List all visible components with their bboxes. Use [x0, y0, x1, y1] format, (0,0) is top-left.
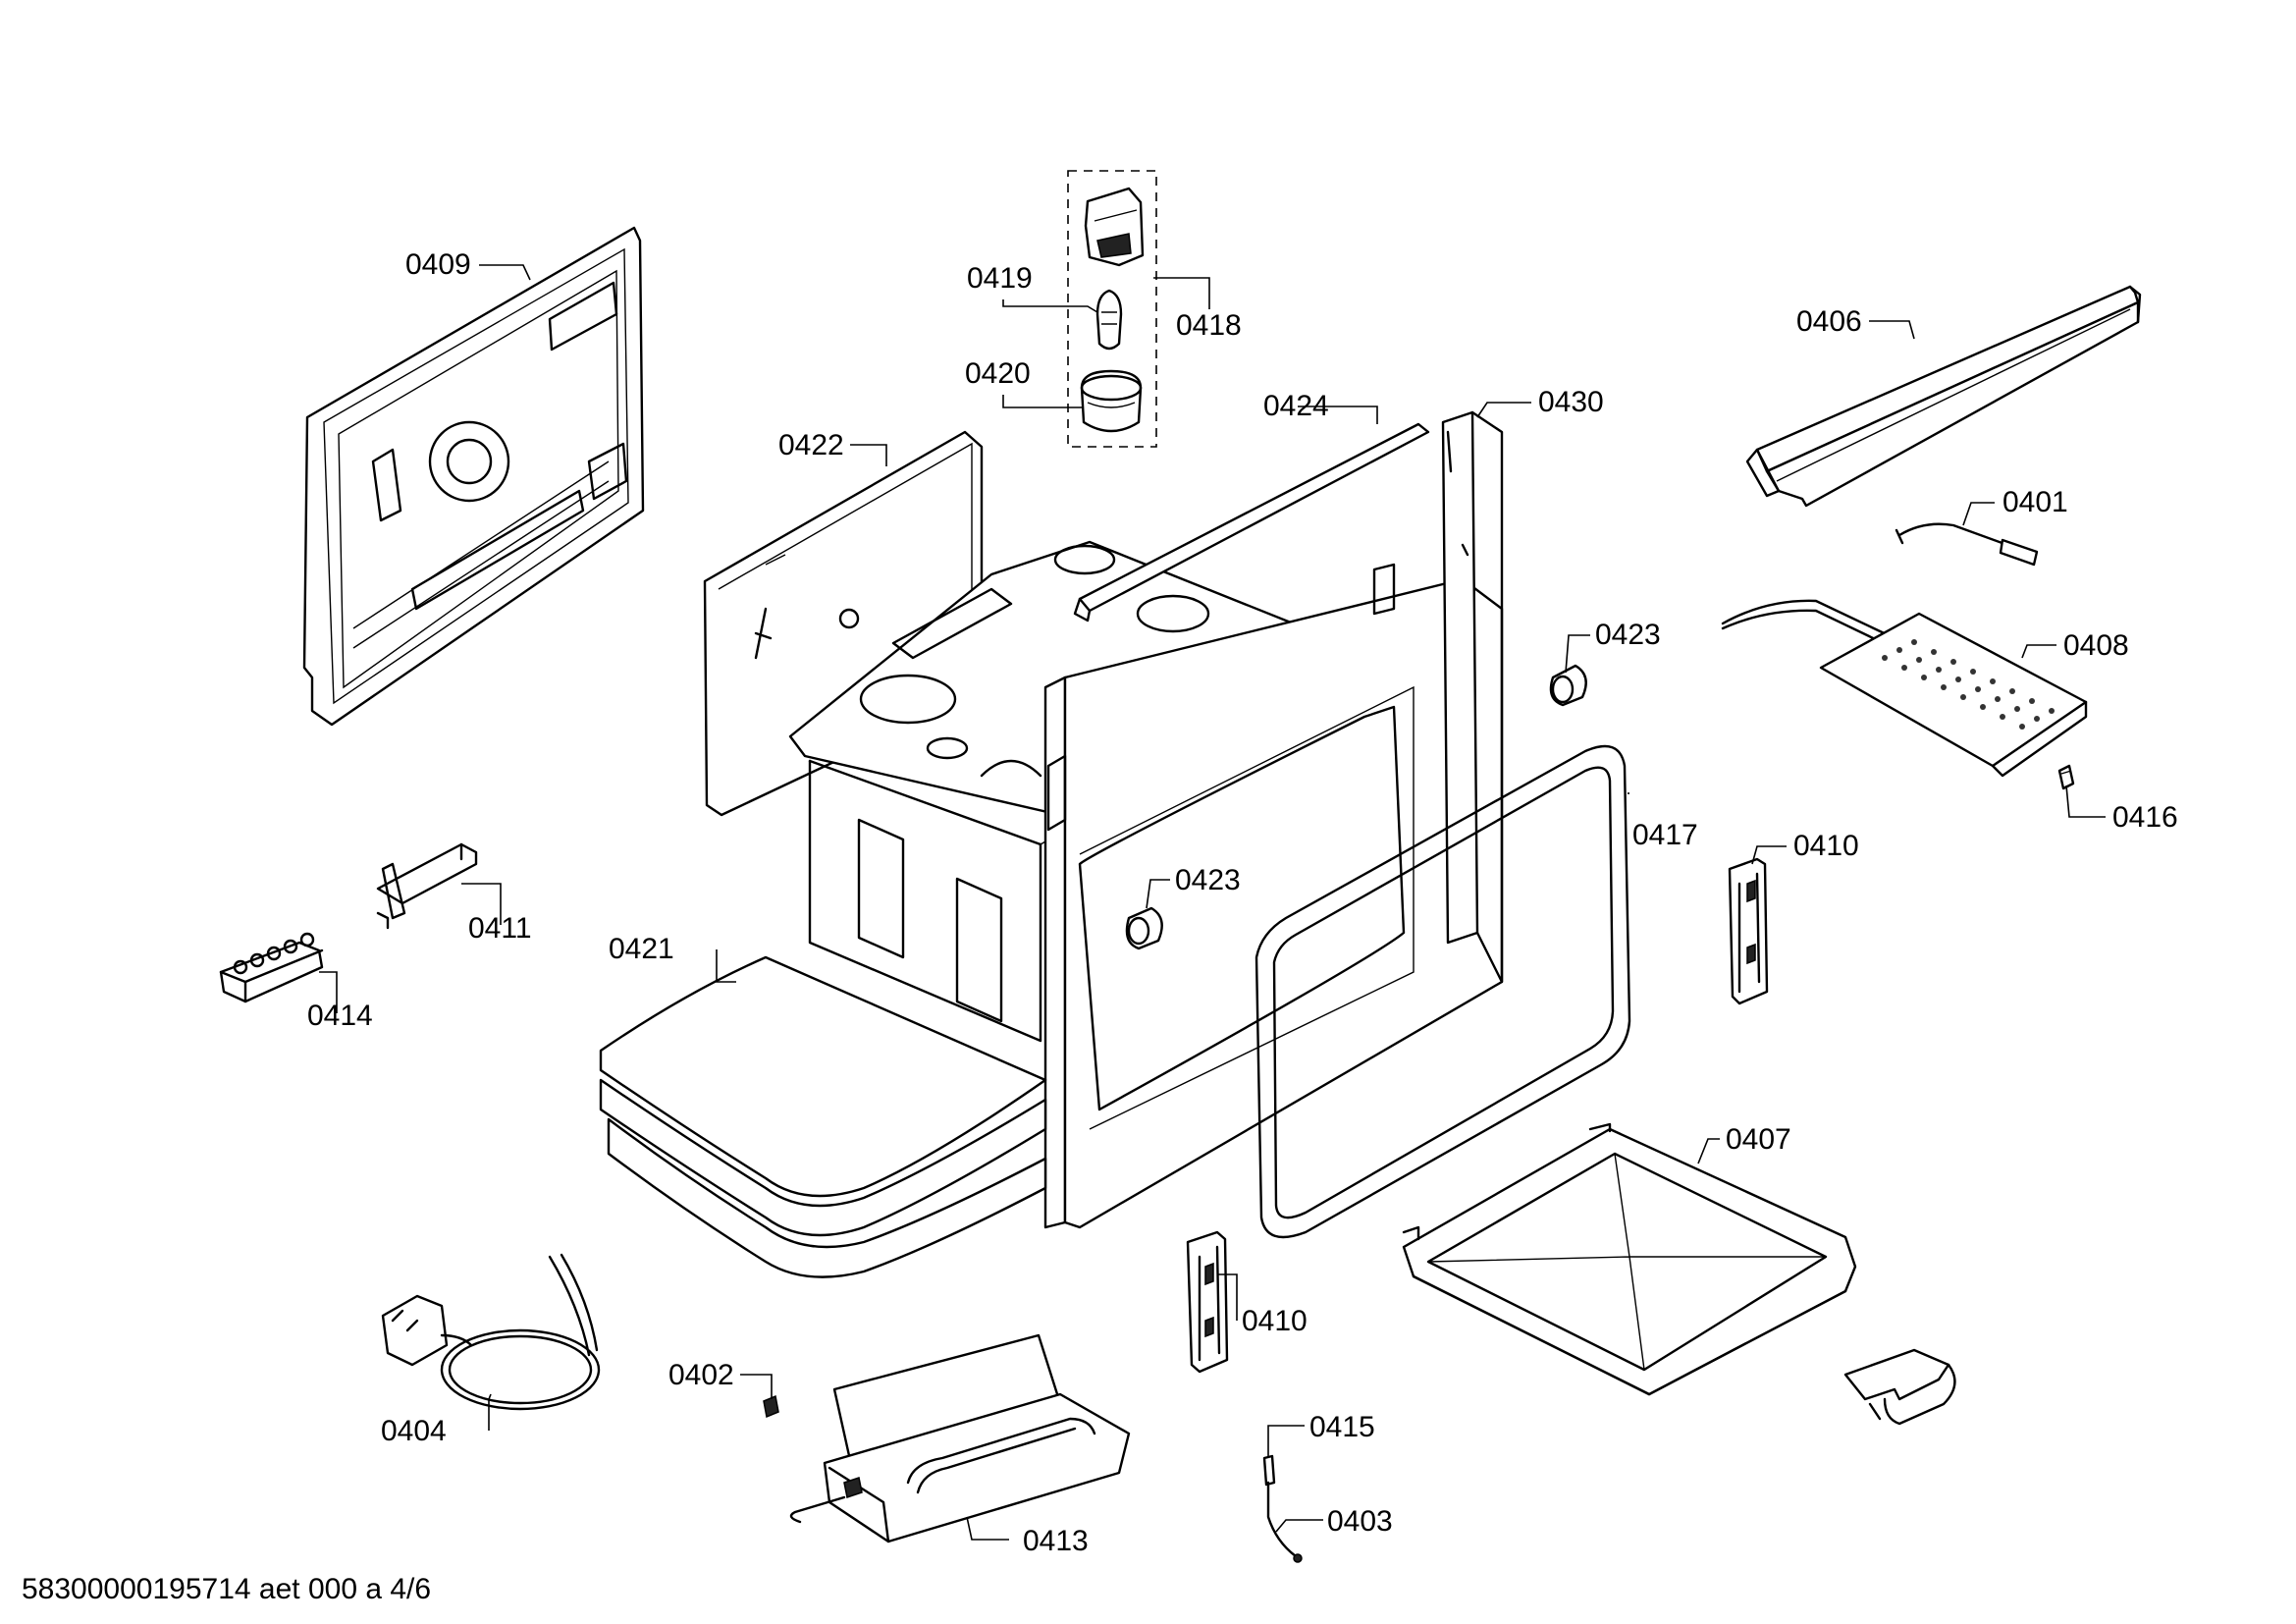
callout-0404: 0404: [381, 1415, 447, 1447]
part-0430-front-frame: [1043, 410, 1504, 1229]
callout-0402: 0402: [668, 1359, 734, 1391]
callout-0424: 0424: [1263, 390, 1329, 422]
part-0414-terminal-block: [219, 932, 324, 1003]
part-0413-heating-element: [789, 1333, 1131, 1543]
part-0423-bushing-top: [1549, 664, 1587, 707]
callout-0417: 0417: [1632, 819, 1698, 851]
part-0404-power-cord: [381, 1253, 601, 1411]
part-0407-drip-tray: [1402, 1122, 1857, 1396]
callout-0414: 0414: [307, 1000, 373, 1032]
callout-0418: 0418: [1176, 309, 1242, 342]
part-0401-sensor: [1895, 522, 2039, 567]
part-0417-door-seal: [1255, 744, 1631, 1239]
callout-0410-front: 0410: [1242, 1305, 1308, 1337]
callout-0423-front: 0423: [1175, 864, 1241, 896]
callout-0416: 0416: [2112, 801, 2178, 834]
leader-lines: [319, 264, 2106, 1541]
callout-0413: 0413: [1023, 1525, 1089, 1557]
part-0415-0403-sensor-wire: [1262, 1454, 1303, 1563]
part-0402-clip: [763, 1394, 779, 1419]
part-0418-lamp-assembly: [1067, 170, 1157, 448]
part-0410-hinge-front: [1186, 1230, 1229, 1374]
callout-0410-right: 0410: [1793, 830, 1859, 862]
callout-0406: 0406: [1796, 305, 1862, 338]
part-0406-top-cover: [1745, 285, 2142, 508]
callout-0423-top: 0423: [1595, 619, 1661, 651]
part-0409-back-panel: [302, 226, 645, 727]
callout-0403: 0403: [1327, 1505, 1393, 1538]
callout-0407: 0407: [1726, 1123, 1791, 1156]
part-0411-switch-bracket: [376, 842, 478, 930]
callout-0411: 0411: [468, 912, 532, 945]
callout-labels: 0409 0419 0418 0420 0422 0424 0430 0406 …: [307, 248, 2178, 1557]
part-0423-bushing-front: [1125, 906, 1163, 950]
callout-0408: 0408: [2063, 629, 2129, 662]
callout-0422: 0422: [778, 429, 844, 461]
part-0421-insulation: [599, 955, 1047, 1278]
callout-0419: 0419: [967, 262, 1033, 295]
part-0416-clip: [2057, 764, 2075, 790]
part-0424-rail: [1073, 422, 1430, 623]
callout-0409: 0409: [405, 248, 471, 281]
part-0408-grease-filter: [1721, 599, 2088, 778]
callout-0421: 0421: [609, 933, 674, 965]
callout-0430: 0430: [1538, 386, 1604, 418]
callout-0420: 0420: [965, 357, 1031, 390]
document-footer: 58300000195714 aet 000 a 4/6: [22, 1573, 431, 1605]
callout-0415: 0415: [1309, 1411, 1375, 1443]
part-0410-hinge-right: [1728, 857, 1769, 1005]
callout-0401: 0401: [2002, 486, 2068, 518]
part-bracket-bottom-right: [1843, 1348, 1956, 1426]
